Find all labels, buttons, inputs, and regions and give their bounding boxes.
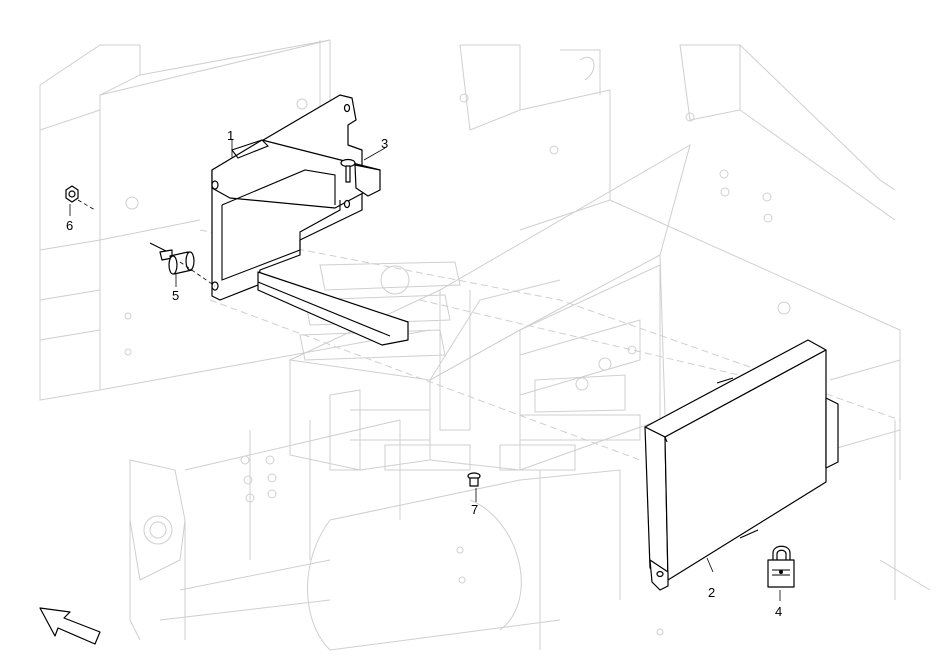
box-cover xyxy=(644,339,839,591)
battery-box-ghost xyxy=(288,143,691,471)
ghost-nuts xyxy=(124,93,791,636)
callout-1: 1 xyxy=(227,128,234,143)
callouts: 1 2 3 4 5 6 7 xyxy=(66,128,782,619)
machine-frame-ghost xyxy=(39,39,931,651)
mounting-bracket xyxy=(211,94,409,346)
callout-6: 6 xyxy=(66,218,73,233)
direction-arrow-icon xyxy=(39,607,101,645)
nut xyxy=(65,185,79,203)
rubber-mount xyxy=(149,242,195,275)
callout-3: 3 xyxy=(381,136,388,151)
leader-lines xyxy=(69,140,781,601)
padlock-icon xyxy=(767,545,795,588)
callout-5: 5 xyxy=(172,288,179,303)
callout-4: 4 xyxy=(775,604,782,619)
callout-7: 7 xyxy=(471,502,478,517)
bolt xyxy=(340,158,356,183)
screw xyxy=(467,472,481,487)
callout-2: 2 xyxy=(708,585,715,600)
